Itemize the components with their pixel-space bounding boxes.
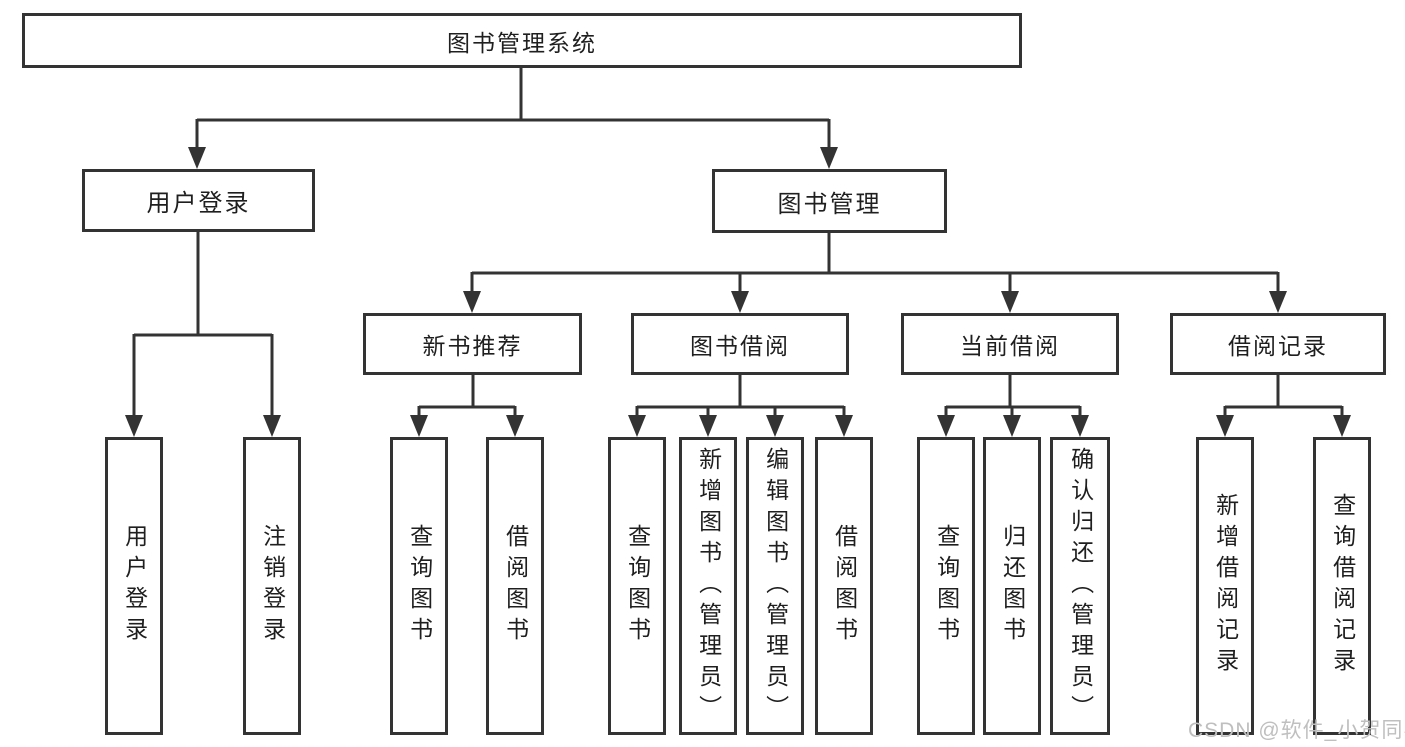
node-label: 新增借阅记录	[1212, 493, 1239, 679]
node-user-login: 用户登录	[82, 169, 315, 232]
leaf-user-login: 用户登录	[105, 437, 163, 735]
leaf-query-book-current: 查询图书	[917, 437, 975, 735]
leaf-add-book-admin: 新增图书（管理员）	[679, 437, 737, 735]
node-label: 用户登录	[121, 524, 148, 648]
node-label: 图书借阅	[690, 333, 790, 359]
leaf-query-book-borrow: 查询图书	[608, 437, 666, 735]
node-label: 图书管理系统	[447, 29, 597, 56]
leaf-borrow-book-recommend: 借阅图书	[486, 437, 544, 735]
leaf-return-book: 归还图书	[983, 437, 1041, 735]
node-book-management: 图书管理	[712, 169, 947, 233]
node-label: 注销登录	[259, 524, 286, 648]
node-book-borrow: 图书借阅	[631, 313, 849, 375]
leaf-query-borrow-record: 查询借阅记录	[1313, 437, 1371, 735]
leaf-confirm-return-admin: 确认归还（管理员）	[1050, 437, 1110, 735]
arrowheads	[125, 147, 1351, 437]
node-label: 借阅图书	[502, 524, 529, 648]
node-label: 查询借阅记录	[1329, 493, 1356, 679]
node-label: 查询图书	[406, 524, 433, 648]
node-label: 借阅记录	[1228, 333, 1328, 359]
node-new-book-recommend: 新书推荐	[363, 313, 582, 375]
node-borrow-record: 借阅记录	[1170, 313, 1386, 375]
csdn-watermark: CSDN @软件_小贺同学	[1188, 719, 1405, 742]
leaf-edit-book-admin: 编辑图书（管理员）	[746, 437, 804, 735]
leaf-add-borrow-record: 新增借阅记录	[1196, 437, 1254, 735]
node-label: 归还图书	[999, 524, 1026, 648]
node-label: 图书管理	[777, 190, 882, 218]
node-current-borrow: 当前借阅	[901, 313, 1119, 375]
connector-paths	[132, 67, 1344, 419]
leaf-logout-login: 注销登录	[243, 437, 301, 735]
node-label: 借阅图书	[831, 524, 858, 648]
node-library-management-system: 图书管理系统	[22, 13, 1022, 68]
node-label: 确认归还（管理员）	[1067, 446, 1094, 726]
node-label: 新增图书（管理员）	[695, 446, 722, 726]
node-label: 查询图书	[933, 524, 960, 648]
node-label: 用户登录	[146, 190, 251, 217]
node-label: 查询图书	[624, 524, 651, 648]
leaf-query-book-recommend: 查询图书	[390, 437, 448, 735]
leaf-borrow-book: 借阅图书	[815, 437, 873, 735]
node-label: 编辑图书（管理员）	[762, 446, 789, 726]
node-label: 当前借阅	[960, 333, 1060, 359]
node-label: 新书推荐	[422, 333, 523, 359]
